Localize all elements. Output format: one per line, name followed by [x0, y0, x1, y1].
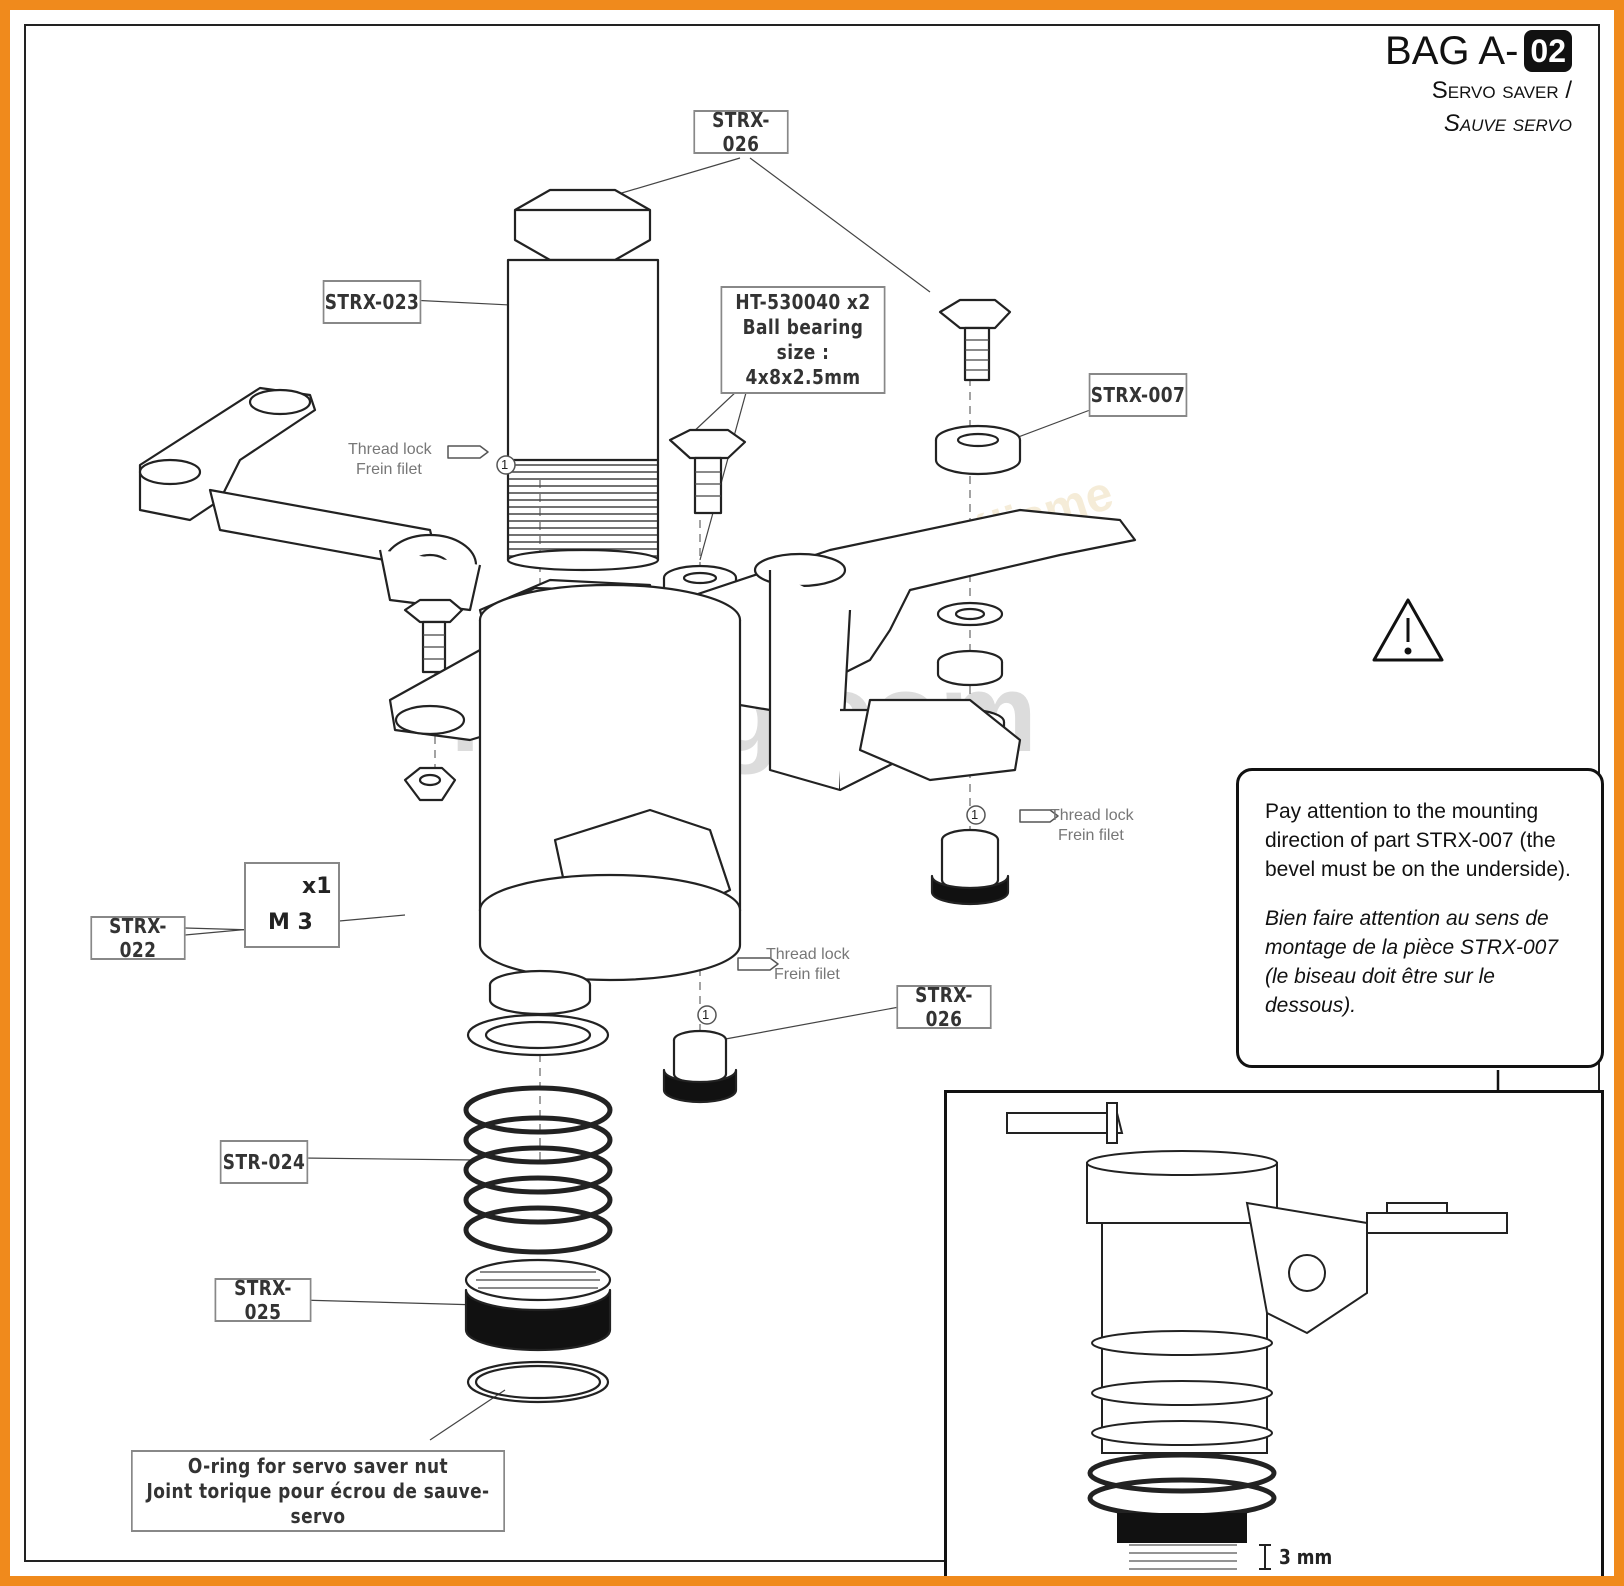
hardware-size: M 3	[268, 910, 313, 935]
hardware-box: x1 M 3	[244, 862, 340, 948]
inset-detail: 3 mm	[944, 1090, 1604, 1576]
screw-center	[668, 428, 747, 515]
nut-m3	[403, 766, 457, 802]
note-fr: Bien faire attention au sens de montage …	[1265, 907, 1559, 1017]
label-strx022: STRX-022	[90, 914, 186, 962]
screw-link	[403, 598, 464, 674]
nut-strx025	[464, 1258, 612, 1352]
bushing-lower-right	[930, 828, 1010, 906]
inset-drawing	[1006, 1102, 1508, 1570]
thread-lock-label-3: Thread lock Frein filet	[766, 945, 850, 985]
mounting-note: Pay attention to the mounting direction …	[1236, 768, 1604, 1068]
thread-lock-label-1: Thread lock Frein filet	[348, 440, 432, 480]
thread-lock-fr: Frein filet	[1058, 827, 1124, 844]
o-ring-en: O-ring for servo saver nut	[187, 1453, 449, 1478]
subtitle-fr: Sauve servo	[1443, 110, 1572, 137]
bushing-strx026-lower	[662, 1029, 738, 1104]
label-strx026-top: STRX-026	[693, 108, 789, 156]
bag-title: BAG A- 02	[1385, 28, 1572, 74]
label-strx025: STRX-025	[214, 1276, 312, 1324]
spring-washer	[466, 1013, 610, 1057]
thread-lock-fr: Frein filet	[356, 461, 422, 478]
bag-number: 02	[1524, 30, 1572, 72]
thread-lock-en: Thread lock	[766, 946, 850, 963]
warning-triangle	[1372, 598, 1444, 662]
thread-lock-en: Thread lock	[348, 441, 432, 458]
spring-str024	[463, 1085, 613, 1255]
post-strx026	[506, 188, 660, 572]
bearing-size-value: 4x8x2.5mm	[745, 365, 861, 389]
bearing-size-label: Ball bearing size :	[742, 315, 864, 364]
label-ball-bearing: HT-530040 x2 Ball bearing size : 4x8x2.5…	[720, 286, 886, 394]
bag-header: BAG A- 02 Servo saver / Sauve servo	[1385, 28, 1572, 140]
step-1-a: 1	[501, 457, 509, 472]
step-1-b: 1	[971, 807, 979, 822]
subtitle-en: Servo saver /	[1431, 77, 1572, 104]
label-strx026-bottom: STRX-026	[896, 983, 992, 1031]
thread-lock-markers	[447, 445, 1059, 1025]
label-str024: STR-024	[219, 1140, 309, 1184]
hardware-qty: x1	[302, 874, 332, 899]
thread-lock-en: Thread lock	[1050, 807, 1134, 824]
o-ring	[466, 1360, 610, 1404]
steering-link	[138, 386, 482, 612]
hub-housing	[478, 583, 742, 1016]
o-ring-fr: Joint torique pour écrou de sauve-servo	[146, 1478, 490, 1528]
label-o-ring: O-ring for servo saver nut Joint torique…	[131, 1450, 505, 1532]
note-en: Pay attention to the mounting direction …	[1265, 800, 1571, 881]
thread-lock-label-2: Thread lock Frein filet	[1050, 806, 1134, 846]
thread-lock-fr: Frein filet	[774, 966, 840, 983]
screw-top-right	[938, 298, 1012, 382]
inset-dimension: 3 mm	[1279, 1545, 1333, 1569]
bearing-part: HT-530040 x2	[735, 290, 871, 314]
bag-prefix: BAG A-	[1385, 29, 1519, 73]
label-strx007: STRX-007	[1088, 373, 1188, 417]
label-strx023: STRX-023	[322, 280, 422, 324]
bellcrank-right	[648, 508, 1137, 792]
step-1-c: 1	[702, 1007, 710, 1022]
post-threads	[508, 464, 658, 557]
bushing-strx007	[934, 424, 1022, 476]
manual-page: rcmag.com magazine du modélisme BAG A- 0…	[10, 10, 1614, 1576]
